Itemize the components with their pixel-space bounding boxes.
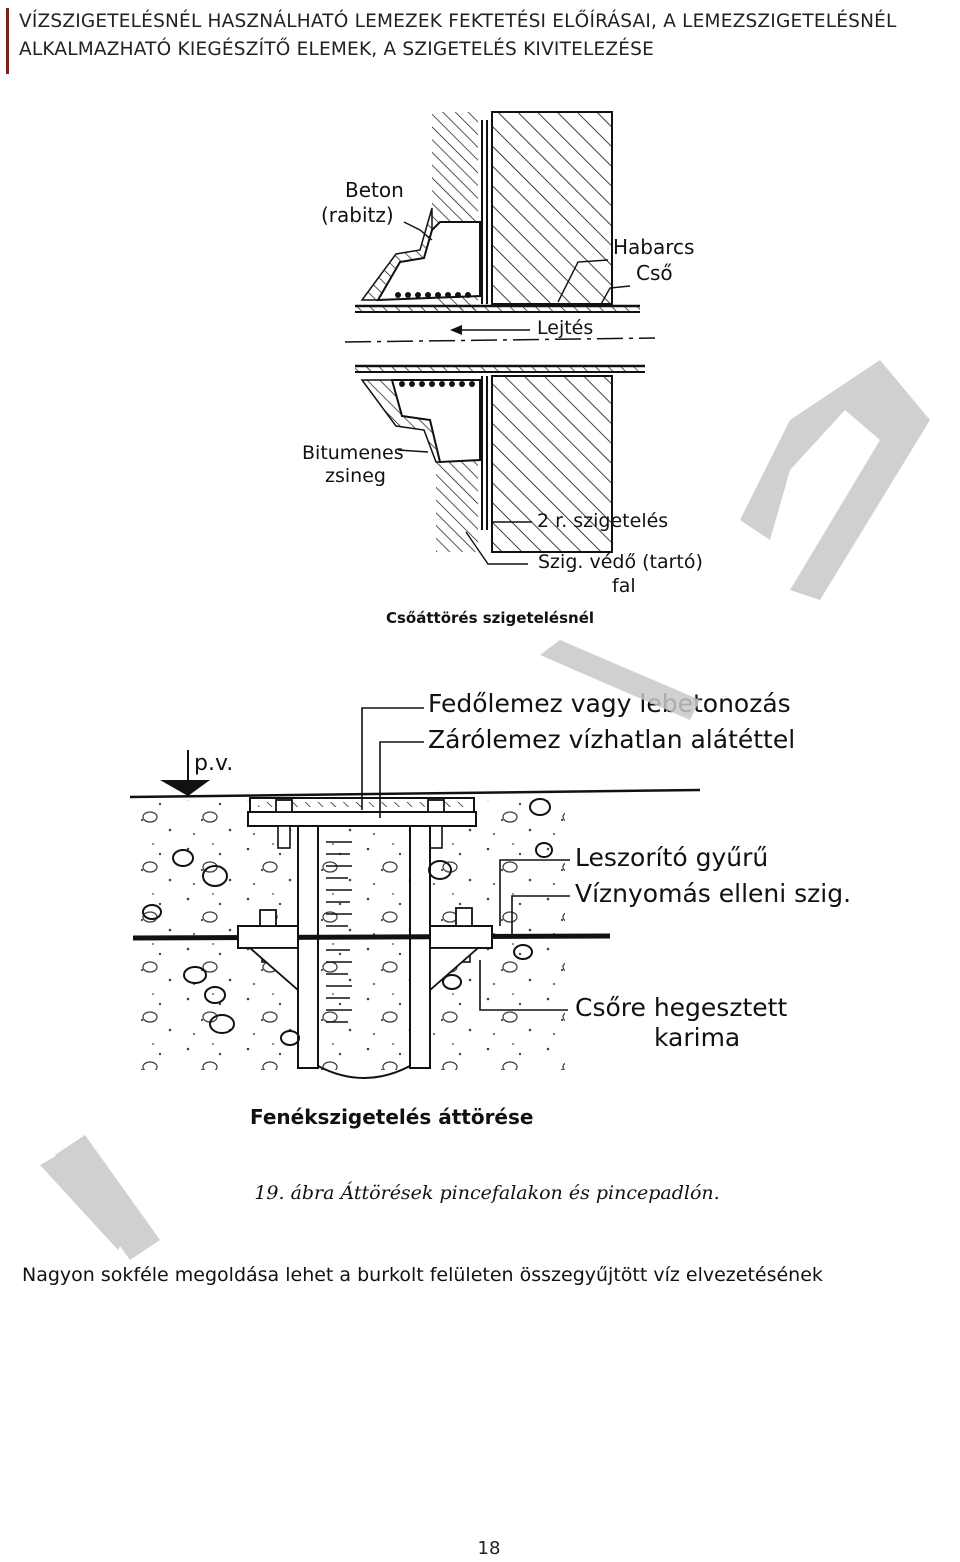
pipe-wall-right (409, 825, 431, 1069)
label-cso: Cső (636, 261, 673, 285)
clamp-ring-left (237, 925, 299, 949)
label-csore: Csőre hegesztett (575, 993, 787, 1022)
pipe-wall-left (297, 825, 319, 1069)
label-habarcs: Habarcs (613, 235, 694, 259)
label-viznyomas: Víznyomás elleni szig. (575, 879, 851, 908)
pipe-interior-shading (326, 841, 352, 1023)
header-line-2: ALKALMAZHATÓ KIEGÉSZÍTŐ ELEMEK, A SZIGET… (19, 39, 654, 60)
rabitz-lower (360, 379, 441, 463)
header-line-1: VÍZSZIGETELÉSNÉL HASZNÁLHATÓ LEMEZEK FEK… (19, 11, 897, 32)
body-paragraph: Nagyon sokféle megoldása lehet a burkolt… (22, 1264, 823, 1286)
caption-floor-penetration: Fenékszigetelés áttörése (250, 1105, 533, 1129)
label-karima: karima (654, 1023, 740, 1052)
level-marker (160, 780, 210, 796)
caption-pipe-penetration: Csőáttörés szigetelésnél (386, 609, 594, 627)
page-header: VÍZSZIGETELÉSNÉL HASZNÁLHATÓ LEMEZEK FEK… (6, 8, 936, 74)
label-szigeteles: 2 r. szigetelés (537, 510, 668, 532)
ground-line (129, 788, 701, 799)
floor-penetration-diagram: p.v. (129, 689, 851, 1129)
pipe-wall-diagram: Beton (rabitz) Habarcs Cső Lejtés Bitume… (302, 111, 703, 627)
clamp-ring-right (429, 925, 493, 949)
rabitz-upper (360, 207, 433, 301)
gravel-pebbles (142, 798, 553, 1046)
figure-19: Beton (rabitz) Habarcs Cső Lejtés Bitume… (0, 90, 960, 1170)
label-beton: Beton (345, 178, 404, 202)
label-fedolemez: Fedőlemez vagy lebetonozás (428, 689, 791, 718)
page-number: 18 (477, 1538, 501, 1559)
figure-caption: 19. ábra Áttörések pincefalakon és pince… (254, 1182, 720, 1204)
label-zarolemez: Zárólemez vízhatlan alátéttel (428, 725, 795, 754)
label-szig-vedo: Szig. védő (tartó) (538, 551, 703, 573)
label-rabitz: (rabitz) (321, 203, 394, 227)
figure-drawing: Beton (rabitz) Habarcs Cső Lejtés Bitume… (129, 111, 851, 1129)
label-pv: p.v. (194, 751, 233, 776)
label-zsineg: zsineg (325, 465, 386, 487)
label-lejtes: Lejtés (537, 317, 593, 339)
label-leszorito: Leszorító gyűrű (575, 843, 768, 872)
label-fal: fal (612, 575, 636, 597)
label-bitumenes: Bitumenes (302, 442, 404, 464)
bitumen-cord-lower (399, 381, 475, 387)
closing-plate (247, 811, 477, 827)
protective-wall-lower (436, 456, 478, 552)
waterproofing-layer (132, 933, 611, 941)
main-wall-upper (491, 111, 613, 305)
bitumen-cord-upper (395, 292, 471, 298)
